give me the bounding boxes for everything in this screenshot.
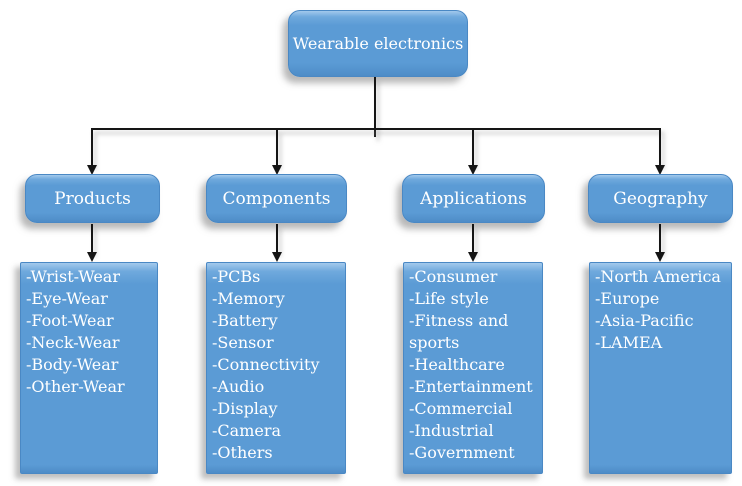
list-item: -Entertainment <box>409 377 533 396</box>
list-item: -Asia-Pacific <box>595 311 694 330</box>
arrowhead-geography-icon <box>655 165 665 175</box>
list-item: -Commercial <box>409 399 513 418</box>
list-box-geography: -North America -Europe -Asia-Pacific -LAMEA <box>589 262 732 474</box>
root-node-label: Wearable electronics <box>292 34 464 53</box>
list-item: -PCBs <box>212 267 261 286</box>
list-item: -Others <box>212 443 273 462</box>
branch-label-geography: Geography <box>613 188 708 209</box>
list-item: -Battery <box>212 311 278 330</box>
list-item: -Europe <box>595 289 660 308</box>
arrowhead-applications-list-icon <box>468 252 478 262</box>
connector-geography-to-list <box>659 224 661 253</box>
geography-list: -North America -Europe -Asia-Pacific -LAMEA <box>595 266 729 354</box>
arrowhead-applications-icon <box>468 165 478 175</box>
list-item: -Audio <box>212 377 265 396</box>
arrowhead-geography-list-icon <box>655 252 665 262</box>
list-box-applications: -Consumer -Life style -Fitness and sports -… <box>403 262 543 474</box>
connector-components-to-list <box>276 224 278 253</box>
branch-label-applications: Applications <box>420 188 527 209</box>
arrowhead-components-list-icon <box>272 252 282 262</box>
list-item: -LAMEA <box>595 333 663 352</box>
list-item: -Consumer <box>409 267 498 286</box>
list-item: -Neck-Wear <box>26 333 120 352</box>
arrowhead-components-icon <box>272 165 282 175</box>
connector-applications-to-list <box>472 224 474 253</box>
list-item: -Connectivity <box>212 355 320 374</box>
list-item: -Government <box>409 443 515 462</box>
branch-node-components: Components <box>206 174 347 223</box>
list-box-products: -Wrist-Wear -Eye-Wear -Foot-Wear -Neck-Wear… <box>20 262 158 474</box>
connector-drop-products <box>91 130 93 166</box>
list-item: -Foot-Wear <box>26 311 114 330</box>
connector-drop-components <box>276 130 278 166</box>
list-box-components: -PCBs -Memory -Battery -Sensor -Connectivity… <box>206 262 346 474</box>
list-item: -North America <box>595 267 721 286</box>
list-item: -Camera <box>212 421 282 440</box>
applications-list: -Consumer -Life style -Fitness and sports -… <box>409 266 540 464</box>
components-list: -PCBs -Memory -Battery -Sensor -Connectivity… <box>212 266 343 464</box>
list-item: -Display <box>212 399 278 418</box>
list-item: -Body-Wear <box>26 355 119 374</box>
arrowhead-products-icon <box>87 165 97 175</box>
products-list: -Wrist-Wear -Eye-Wear -Foot-Wear -Neck-Wear… <box>26 266 155 398</box>
root-node: Wearable electronics <box>288 10 468 77</box>
list-item: -Healthcare <box>409 355 505 374</box>
connector-horizontal-rail <box>91 128 661 130</box>
list-item: -Sensor <box>212 333 274 352</box>
list-item: -Life style <box>409 289 489 308</box>
branch-node-geography: Geography <box>588 174 733 223</box>
connector-products-to-list <box>91 224 93 253</box>
branch-node-products: Products <box>25 174 160 223</box>
list-item: -Fitness and sports <box>409 311 509 352</box>
list-item: -Eye-Wear <box>26 289 108 308</box>
list-item: -Industrial <box>409 421 494 440</box>
branch-label-components: Components <box>222 188 331 209</box>
list-item: -Other-Wear <box>26 377 125 396</box>
connector-root-stem <box>374 77 376 137</box>
list-item: -Memory <box>212 289 285 308</box>
branch-node-applications: Applications <box>402 174 545 223</box>
connector-drop-applications <box>472 130 474 166</box>
list-item: -Wrist-Wear <box>26 267 120 286</box>
arrowhead-products-list-icon <box>87 252 97 262</box>
branch-label-products: Products <box>54 188 131 209</box>
connector-drop-geography <box>659 130 661 166</box>
